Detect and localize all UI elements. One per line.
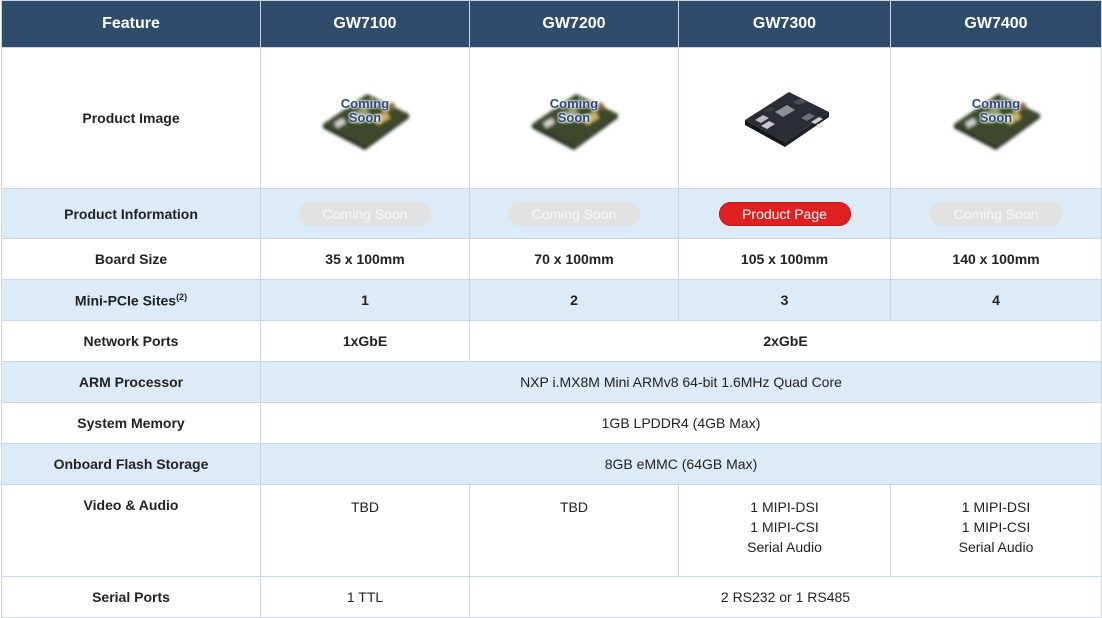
row-label: Mini-PCIe Sites(2): [1, 279, 261, 321]
coming-text: Coming: [971, 95, 1021, 111]
video-audio-line: 1 MIPI-CSI: [750, 519, 819, 535]
row-label: Board Size: [1, 238, 261, 280]
row-label: ARM Processor: [1, 361, 261, 403]
system-memory-value: 1GB LPDDR4 (4GB Max): [260, 402, 1102, 444]
row-network-ports: Network Ports 1xGbE 2xGbE: [1, 320, 1102, 362]
row-label: Product Information: [1, 188, 261, 239]
video-audio-line: 1 MIPI-DSI: [750, 499, 819, 515]
serial-gw7200-gw7400: 2 RS232 or 1 RS485: [469, 576, 1102, 618]
coming-text: Coming: [340, 95, 390, 111]
info-cell-gw7200: Coming Soon: [469, 188, 679, 239]
serial-gw7100: 1 TTL: [260, 576, 470, 618]
arm-processor-value: NXP i.MX8M Mini ARMv8 64-bit 1.6MHz Quad…: [260, 361, 1102, 403]
header-row: Feature GW7100 GW7200 GW7300 GW7400: [1, 0, 1102, 48]
coming-soon-button-gw7100: Coming Soon: [299, 201, 431, 226]
board-size-gw7100: 35 x 100mm: [260, 238, 470, 280]
video-audio-line: 1 MIPI-CSI: [961, 519, 1031, 535]
row-label: Onboard Flash Storage: [1, 443, 261, 485]
info-cell-gw7100: Coming Soon: [260, 188, 470, 239]
board-size-gw7400: 140 x 100mm: [890, 238, 1102, 280]
coming-soon-button-gw7200: Coming Soon: [508, 201, 640, 226]
row-product-image: Product Image: [1, 47, 1102, 189]
video-audio-gw7300: 1 MIPI-DSI 1 MIPI-CSI Serial Audio: [678, 484, 891, 577]
row-system-memory: System Memory 1GB LPDDR4 (4GB Max): [1, 402, 1102, 444]
image-cell-gw7300: [678, 47, 891, 189]
row-label: Product Image: [1, 47, 261, 189]
board-image-blurred-icon: Coming Soon: [315, 80, 415, 154]
board-size-gw7300: 105 x 100mm: [678, 238, 891, 280]
row-label: Serial Ports: [1, 576, 261, 618]
soon-text: Soon: [557, 109, 591, 125]
header-gw7400: GW7400: [890, 0, 1102, 48]
video-audio-line: 1 MIPI-DSI: [961, 499, 1031, 515]
image-cell-gw7100: Coming Soon: [260, 47, 470, 189]
video-audio-gw7100: TBD: [260, 484, 470, 577]
video-audio-line: Serial Audio: [747, 539, 822, 555]
footnote-marker: (2): [176, 291, 188, 302]
video-audio-line: Serial Audio: [958, 539, 1034, 555]
image-cell-gw7200: Coming Soon: [469, 47, 679, 189]
minipcie-gw7400: 4: [890, 279, 1102, 321]
network-gw7100: 1xGbE: [260, 320, 470, 362]
row-arm-processor: ARM Processor NXP i.MX8M Mini ARMv8 64-b…: [1, 361, 1102, 403]
header-gw7100: GW7100: [260, 0, 470, 48]
board-size-gw7200: 70 x 100mm: [469, 238, 679, 280]
row-serial-ports: Serial Ports 1 TTL 2 RS232 or 1 RS485: [1, 576, 1102, 618]
board-image-blurred-icon: Coming Soon: [946, 80, 1046, 154]
board-image-blurred-icon: Coming Soon: [524, 80, 624, 154]
minipcie-gw7300: 3: [678, 279, 891, 321]
header-gw7200: GW7200: [469, 0, 679, 48]
row-label: Video & Audio: [1, 484, 261, 577]
image-cell-gw7400: Coming Soon: [890, 47, 1102, 189]
network-gw7200-gw7400: 2xGbE: [469, 320, 1102, 362]
video-audio-gw7200: TBD: [469, 484, 679, 577]
header-gw7300: GW7300: [678, 0, 891, 48]
minipcie-gw7100: 1: [260, 279, 470, 321]
row-product-information: Product Information Coming Soon Coming S…: [1, 188, 1102, 239]
flash-storage-value: 8GB eMMC (64GB Max): [260, 443, 1102, 485]
soon-text: Soon: [979, 109, 1013, 125]
row-label: System Memory: [1, 402, 261, 444]
minipcie-gw7200: 2: [469, 279, 679, 321]
soon-text: Soon: [348, 109, 382, 125]
row-minipcie-sites: Mini-PCIe Sites(2) 1 2 3 4: [1, 279, 1102, 321]
row-label: Network Ports: [1, 320, 261, 362]
row-video-audio: Video & Audio TBD TBD 1 MIPI-DSI 1 MIPI-…: [1, 484, 1102, 577]
info-cell-gw7400: Coming Soon: [890, 188, 1102, 239]
board-image-gw7300-icon[interactable]: [735, 80, 835, 154]
video-audio-gw7400: 1 MIPI-DSI 1 MIPI-CSI Serial Audio: [890, 484, 1102, 577]
coming-soon-button-gw7400: Coming Soon: [930, 201, 1062, 226]
header-feature: Feature: [1, 0, 261, 48]
info-cell-gw7300: Product Page: [678, 188, 891, 239]
row-board-size: Board Size 35 x 100mm 70 x 100mm 105 x 1…: [1, 238, 1102, 280]
row-label-text: Mini-PCIe Sites: [74, 292, 177, 309]
coming-text: Coming: [549, 95, 599, 111]
row-flash-storage: Onboard Flash Storage 8GB eMMC (64GB Max…: [1, 443, 1102, 485]
product-page-button-gw7300[interactable]: Product Page: [718, 201, 851, 226]
